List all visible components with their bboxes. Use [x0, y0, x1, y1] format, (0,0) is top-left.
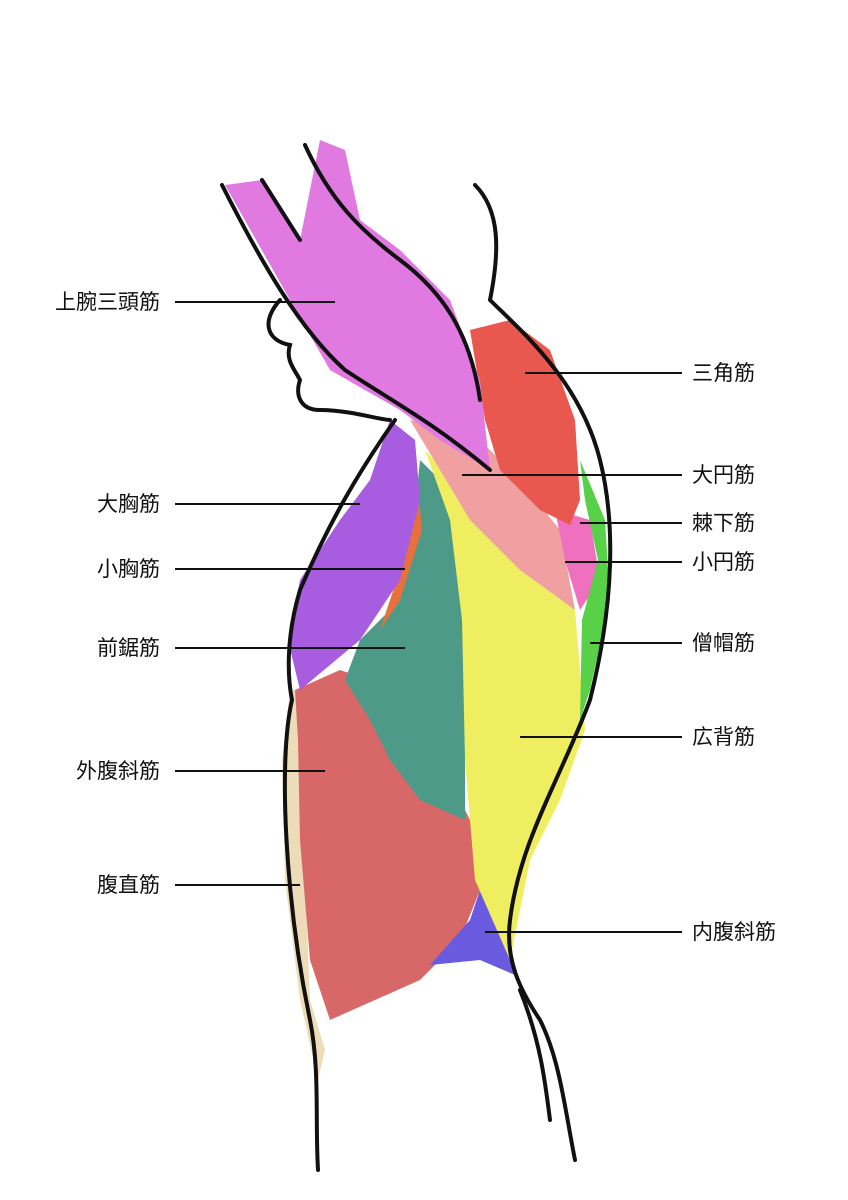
teres-major-shape: [410, 420, 575, 610]
rectus-abdominis-shape: [282, 690, 325, 1080]
label-teres-minor: 小円筋: [692, 550, 755, 574]
deltoid-shape: [470, 320, 580, 525]
internal-oblique-shape: [430, 890, 515, 975]
infraspinatus-shape: [555, 510, 600, 610]
triceps-shape: [225, 140, 490, 470]
serratus-anterior-shape: [345, 460, 465, 820]
label-trapezius: 僧帽筋: [692, 631, 755, 655]
leader-lines: [175, 301, 682, 933]
label-triceps: 上腕三頭筋: [55, 290, 160, 314]
label-internal-oblique: 内腹斜筋: [692, 920, 776, 944]
pectoralis-major-shape: [288, 420, 420, 690]
label-infraspinatus: 棘下筋: [692, 511, 755, 535]
label-latissimus-dorsi: 広背筋: [692, 725, 755, 749]
label-pectoralis-minor: 小胸筋: [97, 557, 160, 581]
label-external-oblique: 外腹斜筋: [76, 759, 160, 783]
trapezius-shape: [580, 460, 610, 720]
label-pectoralis-major: 大胸筋: [97, 492, 160, 516]
label-rectus-abdominis: 腹直筋: [97, 873, 160, 897]
label-deltoid: 三角筋: [692, 361, 755, 385]
body-outline: [220, 143, 613, 1172]
label-serratus-anterior: 前鋸筋: [97, 636, 160, 660]
label-teres-major: 大円筋: [692, 463, 755, 487]
